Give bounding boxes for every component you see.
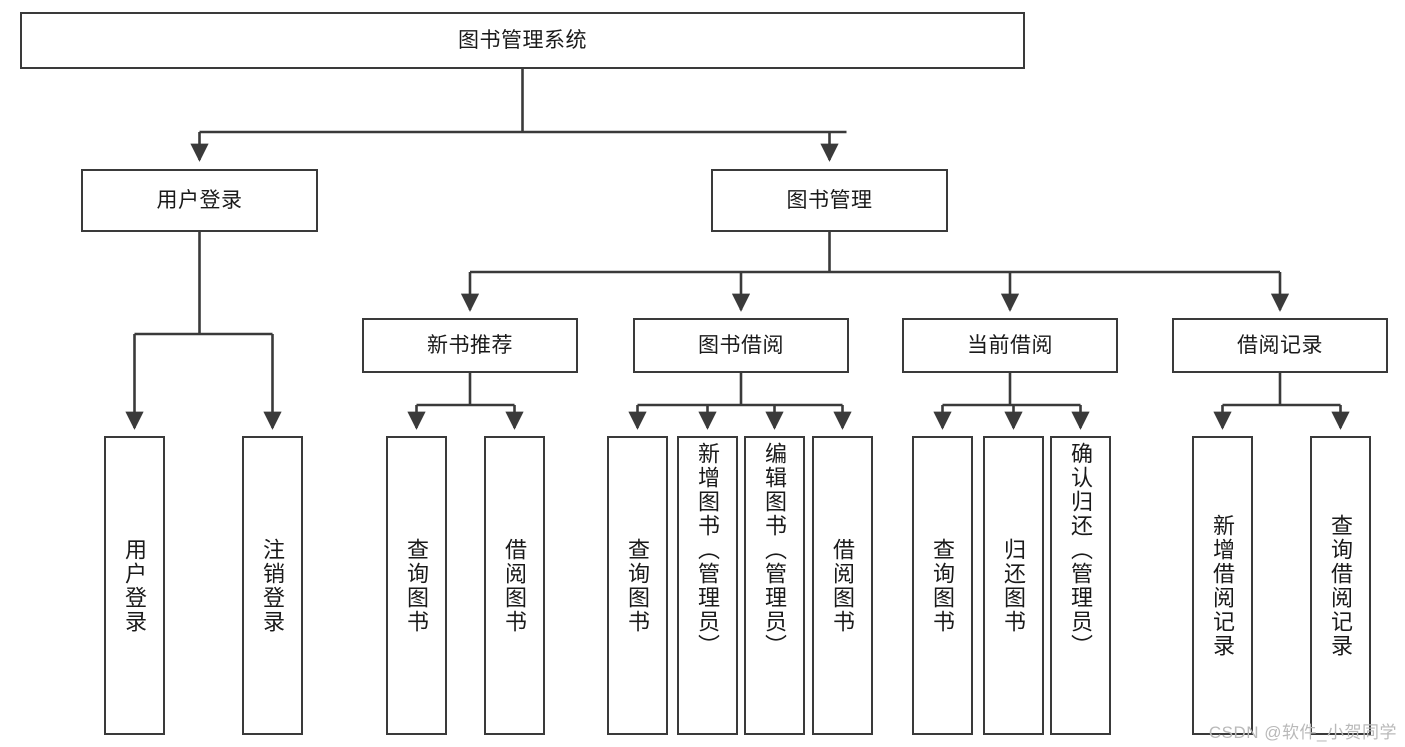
leaf-borrow-book-rec-label: 借阅图书 (502, 537, 528, 634)
node-book-manage[interactable]: 图书管理 (711, 169, 948, 232)
leaf-query-book-cur[interactable]: 查询图书 (912, 436, 973, 735)
leaf-query-book-borrow[interactable]: 查询图书 (607, 436, 668, 735)
leaf-edit-book[interactable]: 编辑图书（管理员） (744, 436, 805, 735)
node-root[interactable]: 图书管理系统 (20, 12, 1025, 69)
leaf-borrow-book-rec[interactable]: 借阅图书 (484, 436, 545, 735)
csdn-watermark: CSDN @软件_小贺同学 (1208, 723, 1397, 742)
leaf-borrow-book[interactable]: 借阅图书 (812, 436, 873, 735)
leaf-return-book[interactable]: 归还图书 (983, 436, 1044, 735)
leaf-query-record-label: 查询借阅记录 (1328, 513, 1354, 658)
node-current-borrow-label: 当前借阅 (967, 333, 1053, 357)
leaf-edit-book-label: 编辑图书（管理员） (762, 442, 788, 658)
node-book-manage-label: 图书管理 (786, 188, 873, 212)
node-new-book-rec[interactable]: 新书推荐 (362, 318, 578, 373)
node-book-borrow[interactable]: 图书借阅 (633, 318, 849, 373)
leaf-user-login[interactable]: 用户登录 (104, 436, 165, 735)
leaf-confirm-return-label: 确认归还（管理员） (1068, 442, 1094, 658)
leaf-confirm-return[interactable]: 确认归还（管理员） (1050, 436, 1111, 735)
leaf-add-book[interactable]: 新增图书（管理员） (677, 436, 738, 735)
leaf-return-book-label: 归还图书 (1001, 537, 1027, 634)
leaf-add-book-label: 新增图书（管理员） (695, 442, 721, 658)
node-root-label: 图书管理系统 (458, 28, 587, 52)
node-user-login[interactable]: 用户登录 (81, 169, 318, 232)
leaf-query-book-cur-label: 查询图书 (930, 537, 956, 634)
node-current-borrow[interactable]: 当前借阅 (902, 318, 1118, 373)
leaf-logout[interactable]: 注销登录 (242, 436, 303, 735)
leaf-user-login-label: 用户登录 (122, 537, 148, 634)
node-book-borrow-label: 图书借阅 (698, 333, 784, 357)
leaf-add-record[interactable]: 新增借阅记录 (1192, 436, 1253, 735)
leaf-logout-label: 注销登录 (260, 537, 286, 634)
node-new-book-rec-label: 新书推荐 (427, 333, 513, 357)
leaf-query-record[interactable]: 查询借阅记录 (1310, 436, 1371, 735)
node-borrow-record[interactable]: 借阅记录 (1172, 318, 1388, 373)
leaf-add-record-label: 新增借阅记录 (1210, 513, 1236, 658)
leaf-query-book-borrow-label: 查询图书 (625, 537, 651, 634)
node-borrow-record-label: 借阅记录 (1237, 333, 1323, 357)
leaf-borrow-book-label: 借阅图书 (830, 537, 856, 634)
leaf-query-book-rec-label: 查询图书 (404, 537, 430, 634)
leaf-query-book-rec[interactable]: 查询图书 (386, 436, 447, 735)
node-user-login-label: 用户登录 (156, 188, 243, 212)
